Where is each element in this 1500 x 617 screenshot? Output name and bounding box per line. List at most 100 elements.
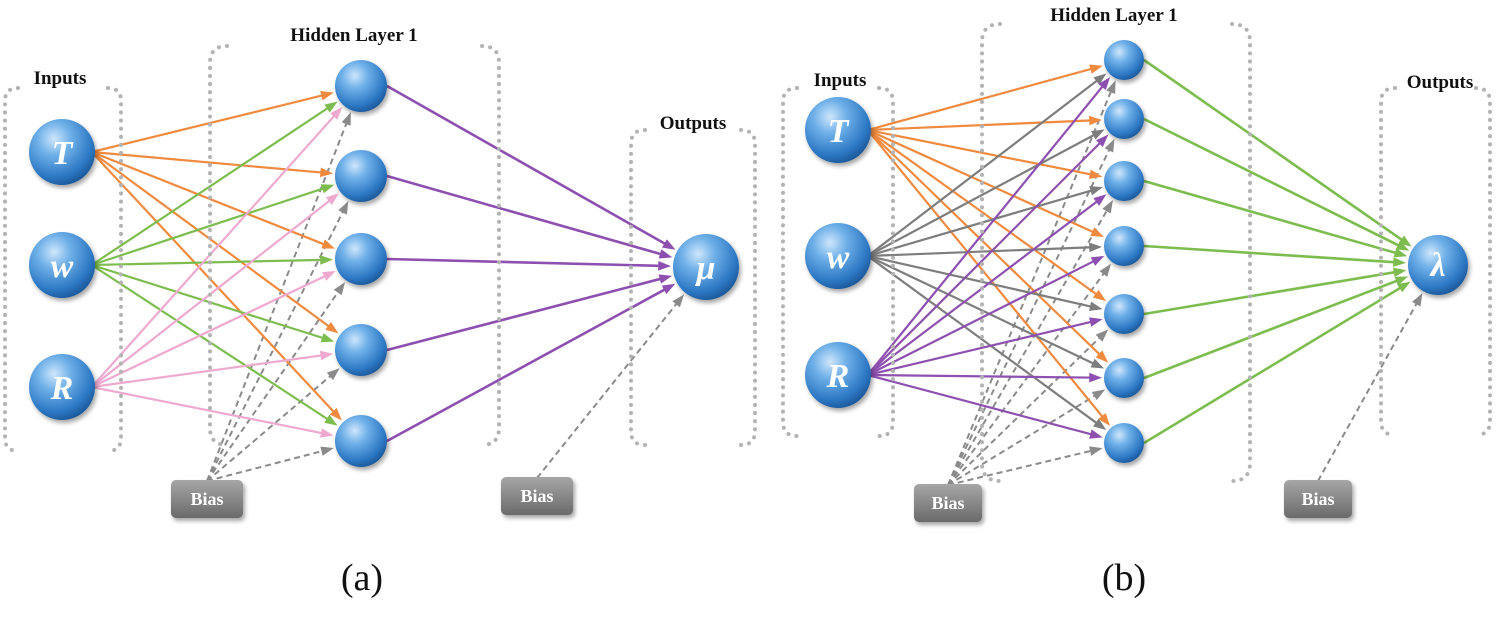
arrowhead-icon <box>1092 289 1107 302</box>
input-to-hidden-edge <box>867 255 1104 429</box>
input-to-hidden-edge <box>866 79 1109 376</box>
hidden-node-2 <box>1104 99 1144 139</box>
hidden-node-5 <box>335 415 387 467</box>
hidden-to-output-edge <box>1143 244 1403 264</box>
panel-b-edges <box>866 58 1423 486</box>
arrowhead-icon <box>341 112 351 126</box>
arrowhead-icon <box>1090 227 1104 237</box>
input-to-hidden-edge <box>866 129 1109 424</box>
arrowhead-icon <box>1393 267 1407 278</box>
output-node-mu: μ <box>673 234 739 300</box>
arrowhead-icon <box>1095 329 1109 342</box>
arrowhead-icon <box>320 184 335 194</box>
bias-to-output-edge <box>536 296 683 479</box>
input-to-hidden-edge <box>91 151 336 332</box>
hidden-node-2 <box>335 150 387 202</box>
bias-to-hidden-edge <box>947 141 1114 486</box>
input-to-hidden-edge <box>867 254 1099 310</box>
arrowhead-icon <box>1093 194 1107 206</box>
arrowhead-icon <box>1102 200 1113 214</box>
input-node-label: R <box>826 358 850 395</box>
hidden-to-output-edge <box>1143 276 1405 380</box>
input-node-w: w <box>29 232 95 298</box>
bias-to-hidden-edge <box>206 204 348 482</box>
input-node-label: T <box>52 135 74 172</box>
bias-to-hidden-edge <box>947 203 1112 486</box>
input-to-hidden-edge <box>90 151 340 419</box>
arrowhead-icon <box>325 321 339 334</box>
input-to-hidden-edge <box>91 150 330 175</box>
outputs-bracket <box>629 128 757 447</box>
input-to-hidden-edge <box>867 128 1101 237</box>
input-to-hidden-edge <box>91 271 333 388</box>
sphere-icon <box>805 223 871 289</box>
bias-to-hidden-edge <box>206 369 338 482</box>
hidden-node-4 <box>1104 226 1144 266</box>
arrowhead-icon <box>319 167 334 178</box>
arrowhead-icon <box>330 106 343 120</box>
input-to-hidden-edge <box>867 245 1099 258</box>
arrowhead-icon <box>320 333 335 343</box>
output-bias-box: Bias <box>501 477 573 515</box>
arrowhead-icon <box>1095 350 1109 363</box>
hidden-bracket <box>208 44 501 447</box>
input-node-label: R <box>50 370 74 407</box>
bias-label: Bias <box>1301 489 1334 509</box>
arrowhead-icon <box>326 368 340 381</box>
arrowhead-icon <box>1393 248 1408 258</box>
arrowhead-icon <box>320 255 334 265</box>
input-to-hidden-edge <box>866 129 1107 361</box>
arrowhead-icon <box>1104 138 1115 153</box>
input-node-w: w <box>805 223 871 289</box>
input-node-label: w <box>51 248 74 285</box>
arrowhead-icon <box>1089 186 1103 196</box>
arrowhead-icon <box>321 239 335 249</box>
outputs-label: Outputs <box>1407 72 1474 93</box>
hidden-node-3 <box>1104 161 1144 201</box>
hidden-bias-box: Bias <box>914 484 982 522</box>
bias-label: Bias <box>520 486 553 506</box>
arrowhead-icon <box>333 282 346 296</box>
hidden-bracket <box>980 22 1252 483</box>
input-node-r: R <box>29 354 95 420</box>
input-to-hidden-edge <box>867 318 1099 377</box>
arrowhead-icon <box>1089 446 1103 456</box>
input-to-hidden-edge <box>91 92 331 154</box>
hidden-layer-label: Hidden Layer 1 <box>290 25 417 46</box>
outputs-bracket <box>1379 86 1492 437</box>
arrowhead-icon <box>1089 64 1103 74</box>
input-node-label: T <box>828 113 850 150</box>
input-to-hidden-edge <box>91 385 330 436</box>
outputs-label: Outputs <box>660 113 727 134</box>
input-to-hidden-edge <box>91 264 335 425</box>
panel-a-edges <box>90 84 685 482</box>
arrowhead-icon <box>1099 263 1111 277</box>
bias-to-hidden-edge <box>947 83 1115 486</box>
arrowhead-icon <box>1089 372 1103 383</box>
arrowhead-icon <box>319 350 334 361</box>
inputs-label: Inputs <box>814 70 867 91</box>
input-to-hidden-edge <box>867 65 1100 132</box>
arrowhead-icon <box>322 271 336 281</box>
arrowhead-icon <box>320 428 334 438</box>
input-node-t: T <box>29 119 95 185</box>
hidden-layer-label: Hidden Layer 1 <box>1050 5 1177 26</box>
arrowhead-icon <box>661 283 676 295</box>
arrowhead-icon <box>320 91 334 101</box>
panel-a-brackets <box>3 44 757 453</box>
input-to-hidden-edge <box>867 130 1102 257</box>
caption-b: (b) <box>1102 557 1146 599</box>
input-to-hidden-edge <box>91 353 330 389</box>
hidden-node-1 <box>1104 40 1144 80</box>
arrowhead-icon <box>1098 413 1111 426</box>
bias-box-icon <box>1284 480 1352 518</box>
sphere-icon <box>673 234 739 300</box>
arrowhead-icon <box>1397 281 1411 293</box>
hidden-node-6 <box>1104 358 1144 398</box>
panel-b: Inputs Hidden Layer 1 Outputs T w R <box>781 5 1492 599</box>
arrowhead-icon <box>1394 276 1409 286</box>
arrowhead-icon <box>1093 73 1107 85</box>
sphere-icon <box>29 119 95 185</box>
hidden-to-output-edge <box>1143 282 1408 445</box>
